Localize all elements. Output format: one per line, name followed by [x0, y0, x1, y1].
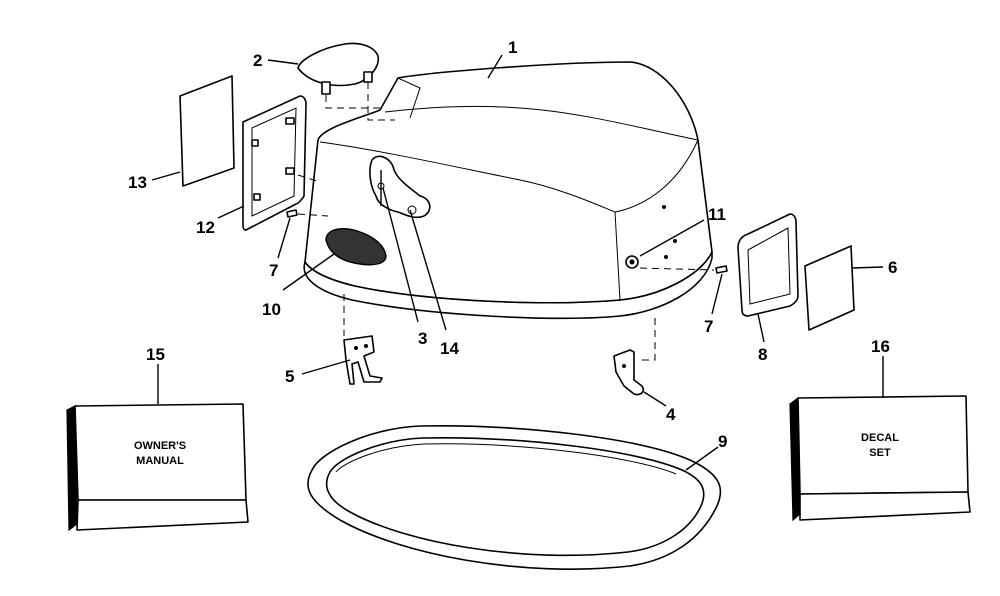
decal-set-line1: DECAL	[861, 432, 899, 444]
callout-14: 14	[440, 339, 459, 358]
top-cap	[297, 42, 395, 121]
screw-left	[286, 209, 329, 218]
left-grille-frame	[242, 95, 321, 231]
decal-set-line2: SET	[869, 447, 891, 459]
callout-12: 12	[196, 218, 215, 237]
callout-9: 9	[718, 432, 727, 451]
callout-2: 2	[253, 51, 262, 70]
screw-right	[639, 265, 728, 274]
callout-10: 10	[262, 300, 281, 319]
callout-4: 4	[666, 405, 676, 424]
callout-8: 8	[758, 345, 767, 364]
callout-16: 16	[871, 337, 890, 356]
bracket-right	[613, 318, 656, 396]
engine-cover	[303, 61, 713, 320]
decal-set-box: DECAL SET	[789, 395, 971, 522]
callout-15: 15	[146, 345, 165, 364]
callout-7-left: 7	[269, 261, 278, 280]
right-decal	[804, 245, 855, 331]
leader-lines	[151, 54, 884, 471]
bracket-left	[343, 294, 383, 385]
callout-1: 1	[508, 38, 517, 57]
callout-5: 5	[285, 367, 294, 386]
owners-manual-box: OWNER'S MANUAL	[66, 403, 249, 532]
left-decal	[179, 75, 235, 187]
callout-3: 3	[418, 329, 427, 348]
right-grille-frame	[737, 213, 799, 317]
owners-manual-line1: OWNER'S	[134, 440, 186, 452]
owners-manual-line2: MANUAL	[136, 455, 184, 467]
callout-13: 13	[128, 173, 147, 192]
callout-11: 11	[708, 205, 726, 224]
callout-numbers: 1 2 13 12 7 10 3 14 11 7 8 6 5 4 9 15 16	[128, 38, 897, 451]
callout-7-right: 7	[704, 317, 713, 336]
seal-ring	[307, 425, 722, 570]
callout-6: 6	[888, 258, 897, 277]
